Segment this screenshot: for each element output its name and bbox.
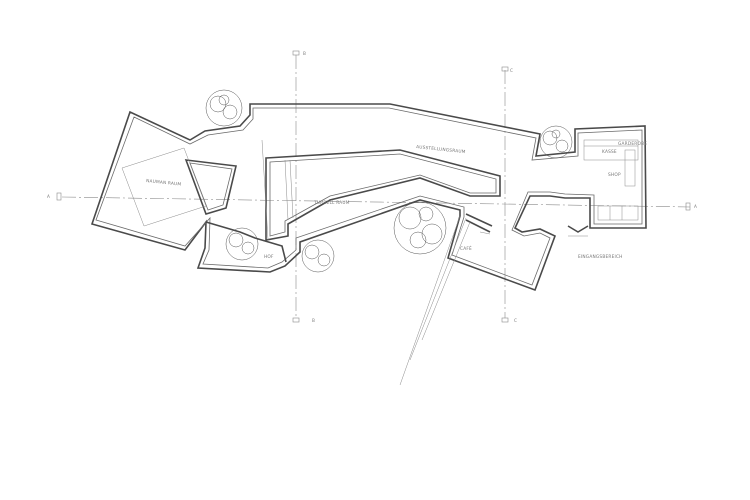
label-kasse: KASSE bbox=[602, 149, 617, 155]
label-turrell-raum: TURRELL RAUM bbox=[313, 200, 350, 206]
section-marker-b-top: B bbox=[292, 50, 306, 56]
label-shop: SHOP bbox=[608, 172, 621, 178]
label-ausstellungsraum: AUSSTELLUNGSRAUM bbox=[416, 144, 466, 155]
building-outline bbox=[90, 103, 647, 292]
section-marker-b-bottom: B bbox=[292, 317, 315, 323]
tree-icon bbox=[225, 227, 259, 261]
tree-icon bbox=[393, 201, 447, 255]
section-marker-c-bottom: C bbox=[501, 317, 517, 323]
tree-icon bbox=[301, 239, 335, 273]
label-nauman-raum: NAUMAN RAUM bbox=[146, 178, 182, 188]
label-garderobe: GARDEROBE bbox=[618, 141, 647, 147]
shop-furniture bbox=[567, 139, 639, 237]
section-line-a bbox=[61, 196, 691, 208]
tree-icon bbox=[205, 89, 243, 127]
section-marker-a-right: A bbox=[685, 202, 697, 211]
svg-text:A: A bbox=[694, 204, 697, 209]
section-marker-c-top: C bbox=[501, 66, 513, 73]
tree-icon bbox=[539, 125, 573, 159]
svg-text:C: C bbox=[510, 68, 513, 73]
label-cafe: CAFÉ bbox=[460, 244, 472, 252]
cafe-sightlines bbox=[399, 215, 471, 386]
section-marker-a-left: A bbox=[47, 192, 62, 201]
svg-text:C: C bbox=[514, 318, 517, 323]
svg-text:B: B bbox=[303, 51, 306, 56]
label-eingangsbereich: EINGANGSBEREICH bbox=[578, 254, 623, 260]
svg-text:B: B bbox=[312, 318, 315, 323]
nauman-room-outline bbox=[121, 147, 207, 227]
label-hof: HOF bbox=[264, 254, 274, 260]
svg-text:A: A bbox=[47, 194, 50, 199]
